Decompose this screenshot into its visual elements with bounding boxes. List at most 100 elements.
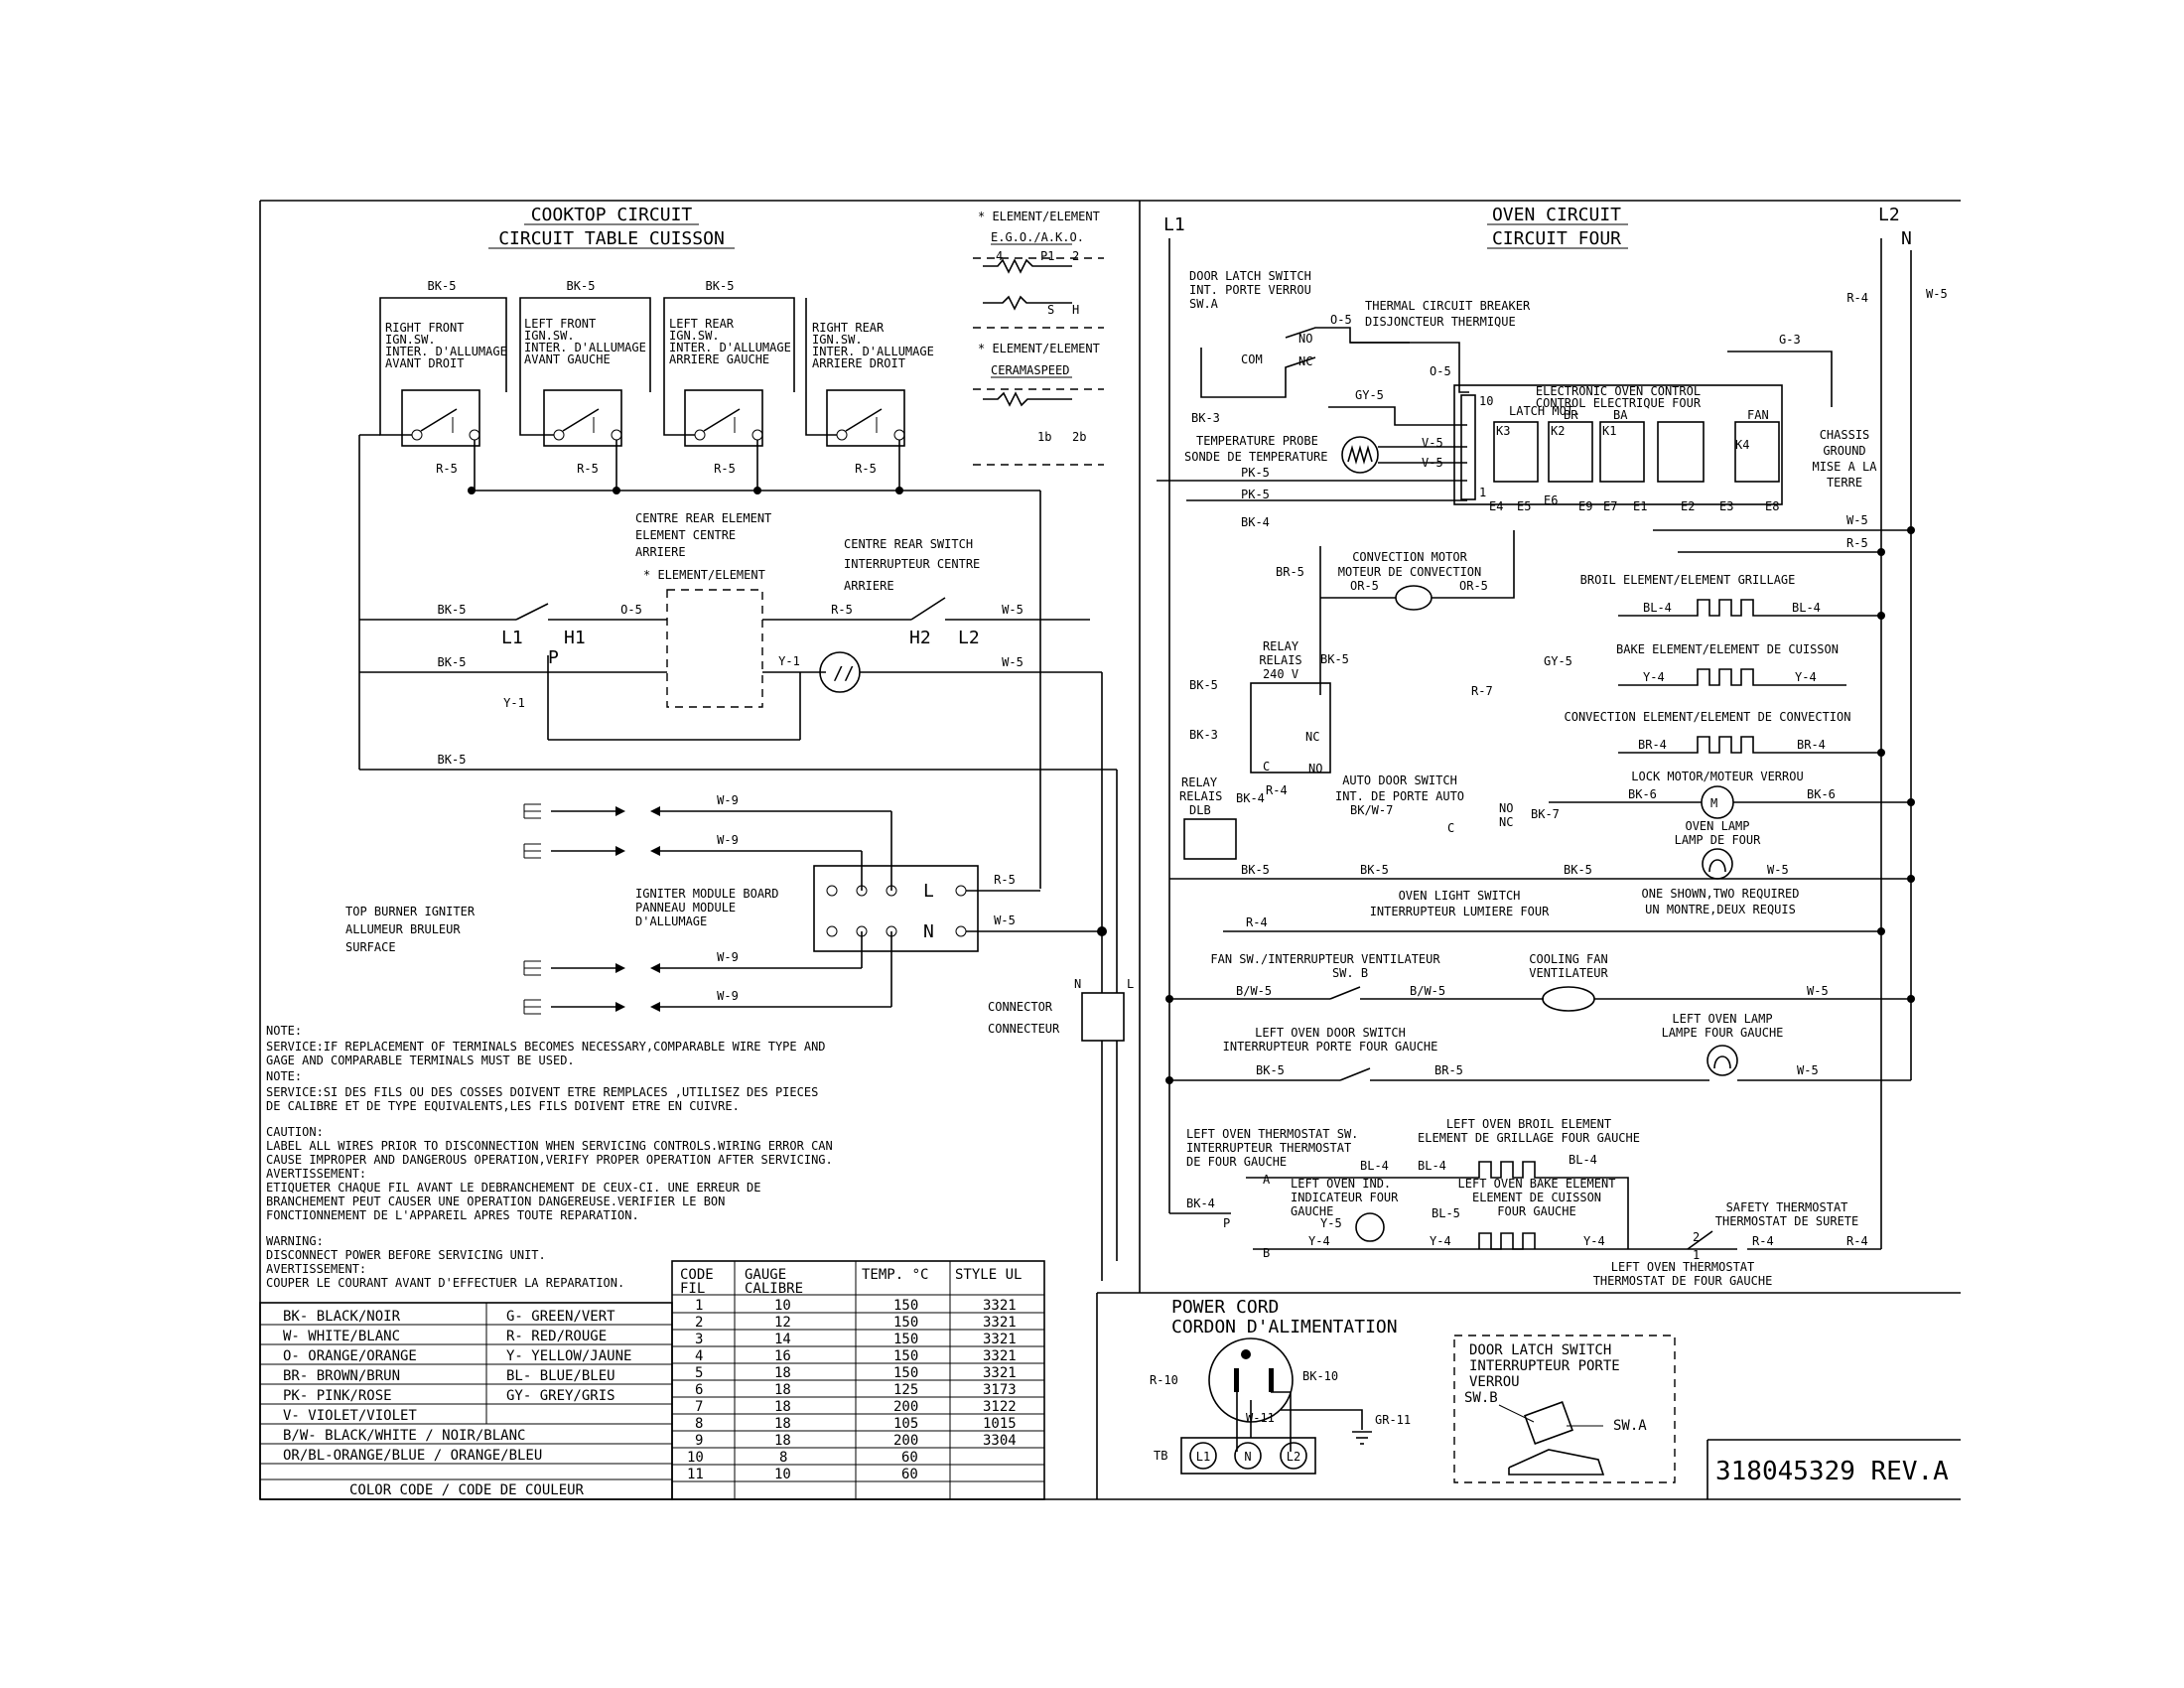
svg-text:9: 9 <box>695 1433 703 1449</box>
svg-text:INDICATEUR FOUR: INDICATEUR FOUR <box>1291 1191 1399 1204</box>
svg-text:FONCTIONNEMENT DE L'APPAREIL A: FONCTIONNEMENT DE L'APPAREIL APRES TOUTE… <box>266 1208 639 1222</box>
svg-text:Y-5: Y-5 <box>1320 1216 1342 1230</box>
svg-text:ELEMENT DE GRILLAGE FOUR GAUCH: ELEMENT DE GRILLAGE FOUR GAUCHE <box>1418 1131 1640 1145</box>
svg-text:DE FOUR GAUCHE: DE FOUR GAUCHE <box>1186 1155 1287 1169</box>
svg-text:LEFT OVEN BROIL ELEMENT: LEFT OVEN BROIL ELEMENT <box>1446 1117 1611 1131</box>
svg-text:RELAIS: RELAIS <box>1259 653 1301 667</box>
igniter-row-1: W-9 <box>523 793 892 891</box>
svg-text:W-9: W-9 <box>717 989 739 1003</box>
svg-text:MOTEUR DE CONVECTION: MOTEUR DE CONVECTION <box>1338 565 1482 579</box>
svg-text:BK-3: BK-3 <box>1191 411 1220 425</box>
svg-text:BA: BA <box>1613 408 1628 422</box>
svg-text:G-3: G-3 <box>1779 333 1801 347</box>
svg-text:BK-4: BK-4 <box>1186 1196 1215 1210</box>
ignition-switch-right-rear: RIGHT REAR IGN.SW. INTER. D'ALLUMAGE ARR… <box>805 298 934 476</box>
svg-text:BK- BLACK/NOIR: BK- BLACK/NOIR <box>283 1309 401 1325</box>
svg-text:THERMOSTAT DE FOUR GAUCHE: THERMOSTAT DE FOUR GAUCHE <box>1593 1274 1773 1288</box>
svg-text:DLB: DLB <box>1189 803 1211 817</box>
svg-text:OVEN LIGHT SWITCH: OVEN LIGHT SWITCH <box>1399 889 1521 903</box>
svg-text:5: 5 <box>695 1365 703 1381</box>
svg-text:K4: K4 <box>1735 438 1749 452</box>
svg-text:SW.A: SW.A <box>1189 297 1219 311</box>
svg-text:DOOR LATCH SWITCH: DOOR LATCH SWITCH <box>1189 269 1311 283</box>
svg-text:2b: 2b <box>1072 430 1086 444</box>
svg-text:THERMAL CIRCUIT BREAKER: THERMAL CIRCUIT BREAKER <box>1365 299 1531 313</box>
svg-text:INTERRUPTEUR THERMOSTAT: INTERRUPTEUR THERMOSTAT <box>1186 1141 1351 1155</box>
svg-text:L: L <box>1127 977 1134 991</box>
svg-text:AVERTISSEMENT:: AVERTISSEMENT: <box>266 1167 366 1181</box>
svg-text:18: 18 <box>774 1382 791 1398</box>
svg-text:W-5: W-5 <box>1002 655 1024 669</box>
svg-text:10: 10 <box>774 1467 791 1482</box>
svg-text:BL-4: BL-4 <box>1360 1159 1389 1173</box>
svg-text:P: P <box>1223 1216 1230 1230</box>
svg-text:PK-5: PK-5 <box>1241 488 1270 501</box>
svg-text:NO: NO <box>1308 762 1322 775</box>
svg-text:INTER. D'ALLUMAGE: INTER. D'ALLUMAGE <box>669 341 791 354</box>
svg-text:B: B <box>1263 1246 1270 1260</box>
svg-text:DISJONCTEUR THERMIQUE: DISJONCTEUR THERMIQUE <box>1365 315 1516 329</box>
svg-text:R-10: R-10 <box>1150 1373 1178 1387</box>
svg-text:10: 10 <box>687 1450 704 1466</box>
svg-text:UN MONTRE,DEUX REQUIS: UN MONTRE,DEUX REQUIS <box>1645 903 1796 916</box>
svg-text:BK-5: BK-5 <box>1189 678 1218 692</box>
svg-text:P: P <box>548 647 559 668</box>
svg-text:BR-5: BR-5 <box>1276 565 1304 579</box>
svg-text:SAFETY THERMOSTAT: SAFETY THERMOSTAT <box>1726 1200 1848 1214</box>
svg-text:FOUR GAUCHE: FOUR GAUCHE <box>1497 1204 1575 1218</box>
svg-text:LEFT OVEN IND.: LEFT OVEN IND. <box>1291 1177 1391 1191</box>
svg-text:INTERRUPTEUR LUMIERE FOUR: INTERRUPTEUR LUMIERE FOUR <box>1370 905 1550 918</box>
svg-text:3321: 3321 <box>983 1315 1017 1331</box>
svg-text:GR-11: GR-11 <box>1375 1413 1411 1427</box>
svg-text:4: 4 <box>695 1348 703 1364</box>
svg-text:CAUTION:: CAUTION: <box>266 1125 324 1139</box>
svg-text:L1: L1 <box>1163 214 1185 235</box>
svg-text:16: 16 <box>774 1348 791 1364</box>
svg-text:CAUSE IMPROPER AND DANGEROUS O: CAUSE IMPROPER AND DANGEROUS OPERATION,V… <box>266 1153 833 1167</box>
svg-text:3: 3 <box>695 1332 703 1347</box>
svg-text:7: 7 <box>695 1399 703 1415</box>
svg-text:BK-3: BK-3 <box>1189 728 1218 742</box>
svg-text:BK-5: BK-5 <box>1360 863 1389 877</box>
svg-text:E1: E1 <box>1633 499 1647 513</box>
svg-text:INTERRUPTEUR PORTE: INTERRUPTEUR PORTE <box>1469 1358 1620 1374</box>
svg-text:O-5: O-5 <box>620 603 642 617</box>
svg-text:R-5: R-5 <box>855 462 877 476</box>
svg-text:BR-5: BR-5 <box>1434 1063 1463 1077</box>
svg-text:W-5: W-5 <box>1846 513 1868 527</box>
svg-text:3321: 3321 <box>983 1332 1017 1347</box>
svg-text:BK-5: BK-5 <box>1564 863 1592 877</box>
svg-text:W- WHITE/BLANC: W- WHITE/BLANC <box>283 1329 400 1344</box>
svg-text:3304: 3304 <box>983 1433 1017 1449</box>
svg-text:C: C <box>1263 760 1270 774</box>
svg-text:LEFT OVEN THERMOSTAT: LEFT OVEN THERMOSTAT <box>1611 1260 1755 1274</box>
svg-text:V-5: V-5 <box>1422 456 1443 470</box>
svg-text:2: 2 <box>1693 1230 1700 1244</box>
svg-text:* ELEMENT/ELEMENT: * ELEMENT/ELEMENT <box>978 342 1100 355</box>
motor-m-mark: M <box>1710 796 1717 810</box>
svg-text:* ELEMENT/ELEMENT: * ELEMENT/ELEMENT <box>978 210 1100 223</box>
svg-text:L2: L2 <box>1878 205 1900 225</box>
svg-text:TOP BURNER IGNITER: TOP BURNER IGNITER <box>345 905 476 918</box>
svg-text:RIGHT FRONT: RIGHT FRONT <box>385 321 464 335</box>
svg-text:B/W-5: B/W-5 <box>1236 984 1272 998</box>
svg-text:8: 8 <box>779 1450 787 1466</box>
svg-text:BL-5: BL-5 <box>1432 1206 1460 1220</box>
svg-text:SONDE DE TEMPERATURE: SONDE DE TEMPERATURE <box>1184 450 1328 464</box>
svg-text:240 V: 240 V <box>1263 667 1298 681</box>
electronic-oven-control: ELECTRONIC OVEN CONTROL CONTROL ELECTRIQ… <box>1453 384 1783 513</box>
svg-text:VERROU: VERROU <box>1469 1374 1520 1390</box>
svg-text:GAGE AND COMPARABLE TERMINALS: GAGE AND COMPARABLE TERMINALS MUST BE US… <box>266 1054 575 1067</box>
svg-text:10: 10 <box>774 1298 791 1314</box>
svg-text:CERAMASPEED: CERAMASPEED <box>991 363 1069 377</box>
svg-text:E6: E6 <box>1544 493 1558 507</box>
power-cord: POWER CORD CORDON D'ALIMENTATION R-10 BK… <box>1150 1297 1411 1475</box>
svg-text:CONNECTEUR: CONNECTEUR <box>988 1022 1060 1036</box>
svg-text:BK-5: BK-5 <box>438 753 467 767</box>
svg-text:PANNEAU MODULE: PANNEAU MODULE <box>635 901 736 914</box>
svg-text:BK-5: BK-5 <box>567 279 596 293</box>
svg-text:Y-4: Y-4 <box>1583 1234 1605 1248</box>
svg-text:18: 18 <box>774 1365 791 1381</box>
svg-text:W-5: W-5 <box>1797 1063 1819 1077</box>
svg-text:O-5: O-5 <box>1430 364 1451 378</box>
